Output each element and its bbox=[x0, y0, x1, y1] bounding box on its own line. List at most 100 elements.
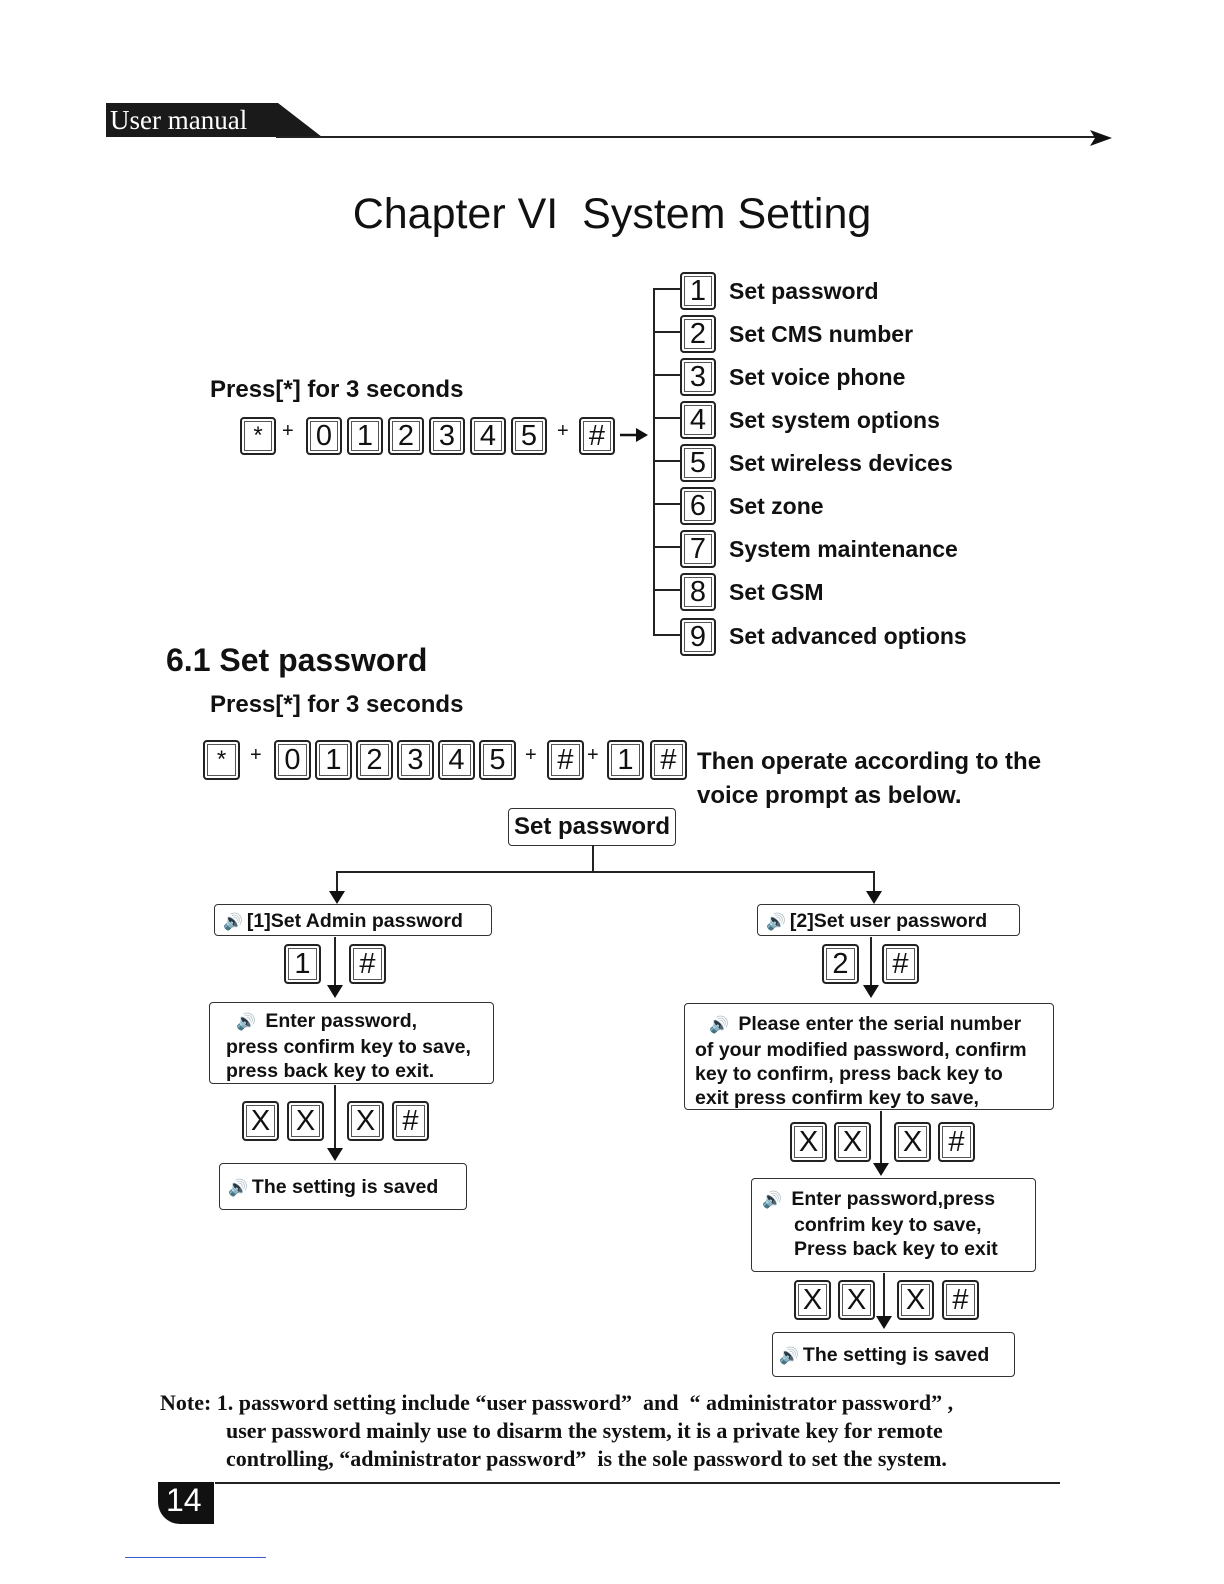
key-3: 3 bbox=[429, 417, 465, 455]
right-prompt-box: 🔊 Please enter the serial number of your… bbox=[684, 1003, 1054, 1110]
menu-tree-spine bbox=[653, 288, 655, 636]
plus-sign: + bbox=[250, 744, 262, 766]
key-2: 2 bbox=[356, 740, 393, 780]
key-hash: # bbox=[942, 1280, 979, 1320]
arrow-right-icon bbox=[620, 428, 648, 442]
page-number: 14 bbox=[166, 1482, 202, 1518]
key-1: 1 bbox=[347, 417, 383, 455]
plus-sign: + bbox=[282, 420, 294, 442]
plus-sign: + bbox=[525, 744, 537, 766]
arrow-down-icon bbox=[873, 1163, 889, 1176]
key-1: 1 bbox=[284, 944, 321, 984]
prompt-line: 🔊 Enter password,press bbox=[762, 1188, 996, 1210]
right-title-box: 🔊[2]Set user password bbox=[757, 904, 1020, 936]
footer-link-rule bbox=[125, 1557, 266, 1558]
speaker-icon: 🔊 bbox=[223, 914, 243, 931]
arrow-down-icon bbox=[863, 985, 879, 998]
key-4: 4 bbox=[438, 740, 475, 780]
right-prompt2-box: 🔊 Enter password,press confrim key to sa… bbox=[751, 1178, 1036, 1272]
key-2: 2 bbox=[388, 417, 424, 455]
menu-num-8: 8 bbox=[680, 573, 716, 611]
menu-item-set-advanced-options: Set advanced options bbox=[729, 623, 967, 649]
key-2: 2 bbox=[822, 944, 859, 984]
menu-num-3: 3 bbox=[680, 358, 716, 396]
speaker-icon: 🔊 bbox=[709, 1017, 729, 1034]
plus-sign: + bbox=[587, 744, 599, 766]
flow-line bbox=[883, 1273, 885, 1321]
root-box-label: Set password bbox=[513, 813, 671, 840]
note-line-1: Note: 1. password setting include “user … bbox=[160, 1390, 954, 1415]
prompt-line: 🔊 Enter password, bbox=[236, 1010, 418, 1032]
menu-branch bbox=[653, 634, 680, 636]
menu-item-set-cms-number: Set CMS number bbox=[729, 321, 914, 347]
flow-line bbox=[334, 937, 336, 990]
menu-item-set-voice-phone: Set voice phone bbox=[729, 364, 906, 390]
menu-branch bbox=[653, 374, 680, 376]
menu-num-2: 2 bbox=[680, 315, 716, 353]
header-banner bbox=[106, 103, 276, 137]
key-3: 3 bbox=[397, 740, 434, 780]
key-x: X bbox=[894, 1122, 931, 1162]
header-rule bbox=[276, 136, 1096, 138]
arrow-down-icon bbox=[327, 985, 343, 998]
prompt-line: confrim key to save, bbox=[794, 1214, 982, 1236]
prompt-line: Press back key to exit bbox=[794, 1238, 998, 1260]
menu-num-5: 5 bbox=[680, 444, 716, 482]
header-label: User manual bbox=[110, 105, 248, 135]
header-banner-tail bbox=[270, 103, 322, 137]
left-result: The setting is saved bbox=[251, 1176, 439, 1198]
key-x: X bbox=[794, 1280, 831, 1320]
left-prompt-box: 🔊 Enter password, press confirm key to s… bbox=[209, 1002, 494, 1084]
prompt-line: key to confirm, press back key to bbox=[695, 1063, 1003, 1085]
key-x: X bbox=[242, 1101, 279, 1141]
speaker-icon: 🔊 bbox=[766, 914, 786, 931]
flow-line bbox=[336, 871, 874, 873]
flow-line bbox=[880, 1111, 882, 1167]
key-0: 0 bbox=[274, 740, 311, 780]
flow-line bbox=[870, 937, 872, 988]
menu-branch bbox=[653, 417, 680, 419]
footer-rule bbox=[215, 1482, 1060, 1484]
menu-num-7: 7 bbox=[680, 530, 716, 568]
prompt-line: press confirm key to save, bbox=[226, 1036, 471, 1058]
key-5: 5 bbox=[511, 417, 547, 455]
note-line-3: controlling, “administrator password” is… bbox=[226, 1446, 947, 1471]
key-star: * bbox=[203, 740, 240, 780]
header-arrow-icon bbox=[1090, 130, 1112, 146]
right-result-box: 🔊The setting is saved bbox=[772, 1332, 1015, 1377]
menu-item-set-zone: Set zone bbox=[729, 493, 824, 519]
left-title-box: 🔊[1]Set Admin password bbox=[214, 904, 492, 936]
key-0: 0 bbox=[306, 417, 342, 455]
right-result: The setting is saved bbox=[802, 1344, 990, 1366]
speaker-icon: 🔊 bbox=[228, 1180, 248, 1197]
menu-branch bbox=[653, 503, 680, 505]
flow-line bbox=[873, 871, 875, 895]
key-4: 4 bbox=[470, 417, 506, 455]
key-hash: # bbox=[938, 1122, 975, 1162]
prompt-line: 🔊 Please enter the serial number bbox=[709, 1013, 1022, 1035]
menu-branch bbox=[653, 331, 680, 333]
key-hash: # bbox=[882, 944, 919, 984]
root-box-set-password: Set password bbox=[508, 808, 676, 846]
arrow-down-icon bbox=[327, 1148, 343, 1161]
menu-branch bbox=[653, 460, 680, 462]
flow-line bbox=[336, 871, 338, 895]
flow-line bbox=[592, 845, 594, 872]
plus-sign: + bbox=[557, 420, 569, 442]
key-star: * bbox=[240, 417, 276, 455]
key-x: X bbox=[347, 1101, 384, 1141]
key-x: X bbox=[287, 1101, 324, 1141]
then-text-line-1: Then operate according to the bbox=[697, 748, 1042, 775]
menu-item-system-maintenance: System maintenance bbox=[729, 536, 958, 562]
arrow-down-icon bbox=[329, 891, 345, 904]
speaker-icon: 🔊 bbox=[762, 1192, 782, 1209]
menu-branch bbox=[653, 288, 680, 290]
key-hash: # bbox=[349, 944, 386, 984]
prompt-line: exit press confirm key to save, bbox=[695, 1087, 979, 1109]
key-hash: # bbox=[650, 740, 687, 780]
prompt-line: of your modified password, confirm bbox=[695, 1039, 1027, 1061]
then-text-line-2: voice prompt as below. bbox=[697, 782, 962, 809]
menu-item-set-wireless-devices: Set wireless devices bbox=[729, 450, 953, 476]
key-hash: # bbox=[392, 1101, 429, 1141]
key-5: 5 bbox=[479, 740, 516, 780]
